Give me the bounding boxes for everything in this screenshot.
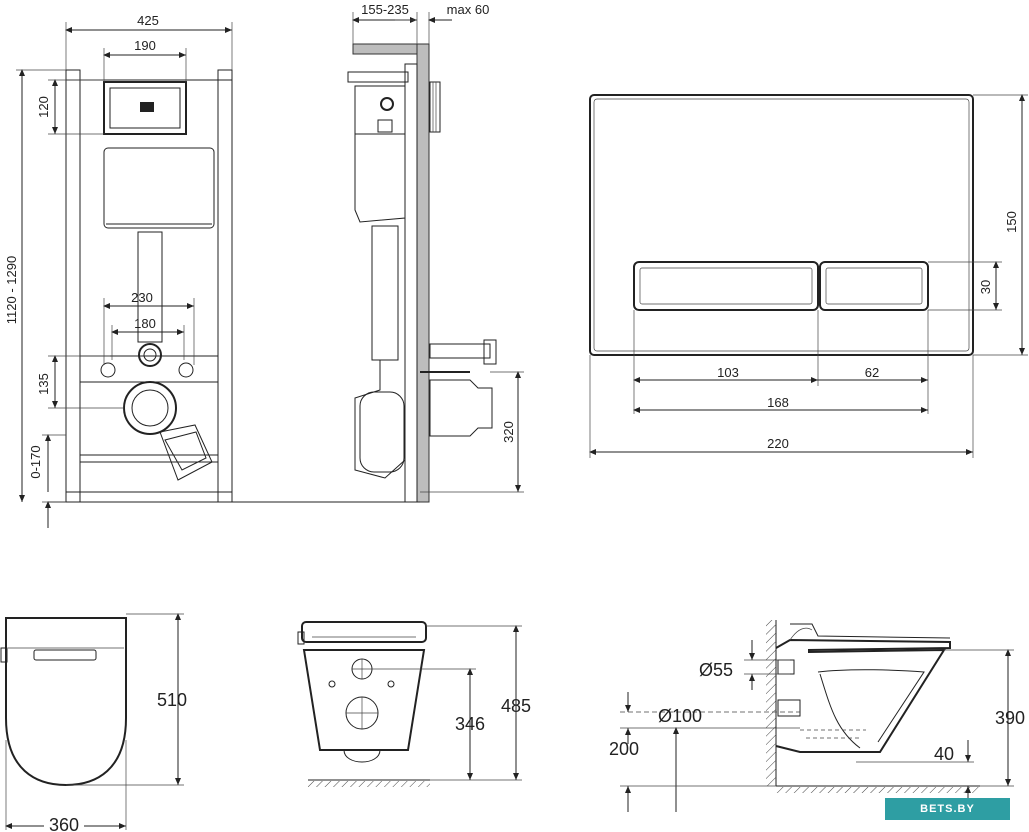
dim-back-total: 485 — [501, 696, 531, 716]
dim-side-depth: 155-235 — [361, 2, 409, 17]
frame-side-view — [347, 43, 497, 503]
dim-button-height: 30 — [978, 280, 993, 294]
dim-top-offset: 120 — [36, 96, 51, 118]
dim-bowl-length: 510 — [157, 690, 187, 710]
side-dimensions: 155-235 max 60 320 — [352, 2, 524, 493]
dim-stud-outer: 230 — [131, 290, 153, 305]
bowl-top-view — [0, 617, 127, 787]
dim-frame-height: 1120 - 1290 — [4, 256, 19, 324]
dim-leg-adjust: 0-170 — [28, 445, 43, 478]
frame-front-view — [48, 69, 420, 503]
bowl-back-dimensions: 485 346 — [372, 625, 531, 781]
dim-axis-height: 200 — [609, 739, 639, 759]
dim-bowl-width: 360 — [49, 815, 79, 832]
dim-diam-large: Ø100 — [658, 706, 702, 726]
dim-drain-height: 135 — [36, 373, 51, 395]
plate-dimensions: 150 30 103 62 168 220 — [589, 94, 1028, 458]
dim-button-left: 103 — [717, 365, 739, 380]
dim-top-plate: 190 — [134, 38, 156, 53]
bowl-section-dimensions: Ø55 Ø100 200 390 40 — [609, 640, 1025, 812]
frame-dimensions: 425 190 120 1120 - 1290 230 180 135 0-17… — [4, 13, 233, 528]
dim-stud-inner: 180 — [134, 316, 156, 331]
dim-plate-height: 150 — [1004, 211, 1019, 233]
bowl-back-view — [297, 621, 430, 787]
dim-wall-max: max 60 — [447, 2, 490, 17]
dim-back-axis: 346 — [455, 714, 485, 734]
watermark-logo: BETS.BY — [885, 798, 1010, 820]
bowl-section-view — [766, 620, 980, 793]
dim-button-right: 62 — [865, 365, 879, 380]
dim-buttons-total: 168 — [767, 395, 789, 410]
dim-bowl-height: 390 — [995, 708, 1025, 728]
dim-outlet-height: 320 — [501, 421, 516, 443]
dim-plate-width: 220 — [767, 436, 789, 451]
dim-frame-width: 425 — [137, 13, 159, 28]
dim-diam-small: Ø55 — [699, 660, 733, 680]
bowl-top-dimensions: 510 360 — [5, 613, 187, 832]
flush-plate — [589, 94, 974, 356]
dim-water-depth: 40 — [934, 744, 954, 764]
